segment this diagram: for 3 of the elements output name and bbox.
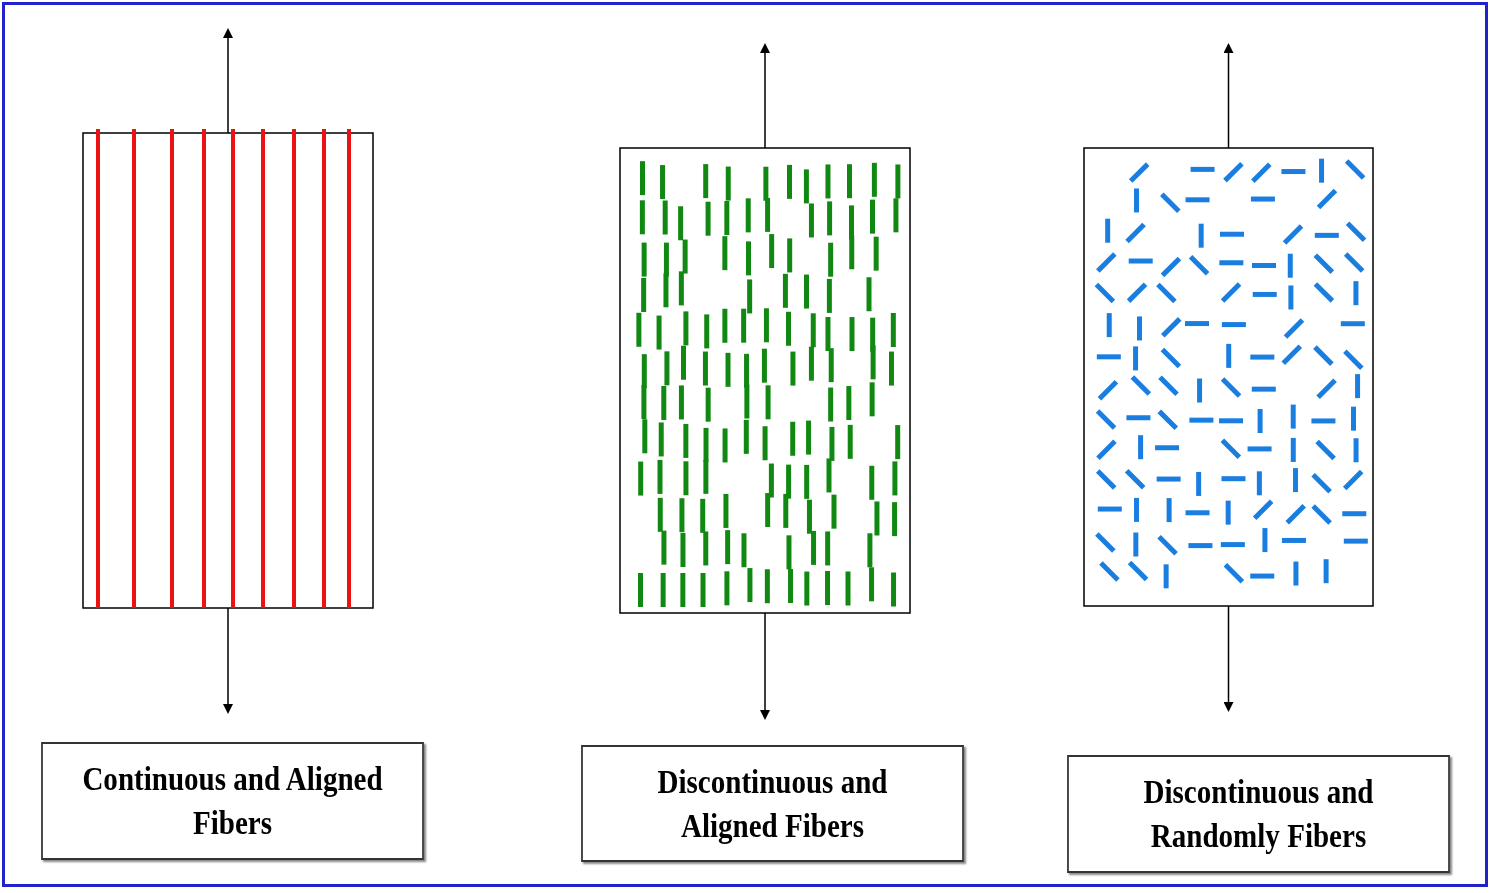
caption-box: Discontinuous and Aligned Fibers [581,745,964,862]
caption-box: Discontinuous and Randomly Fibers [1067,755,1450,873]
caption-box: Continuous and Aligned Fibers [41,742,424,860]
